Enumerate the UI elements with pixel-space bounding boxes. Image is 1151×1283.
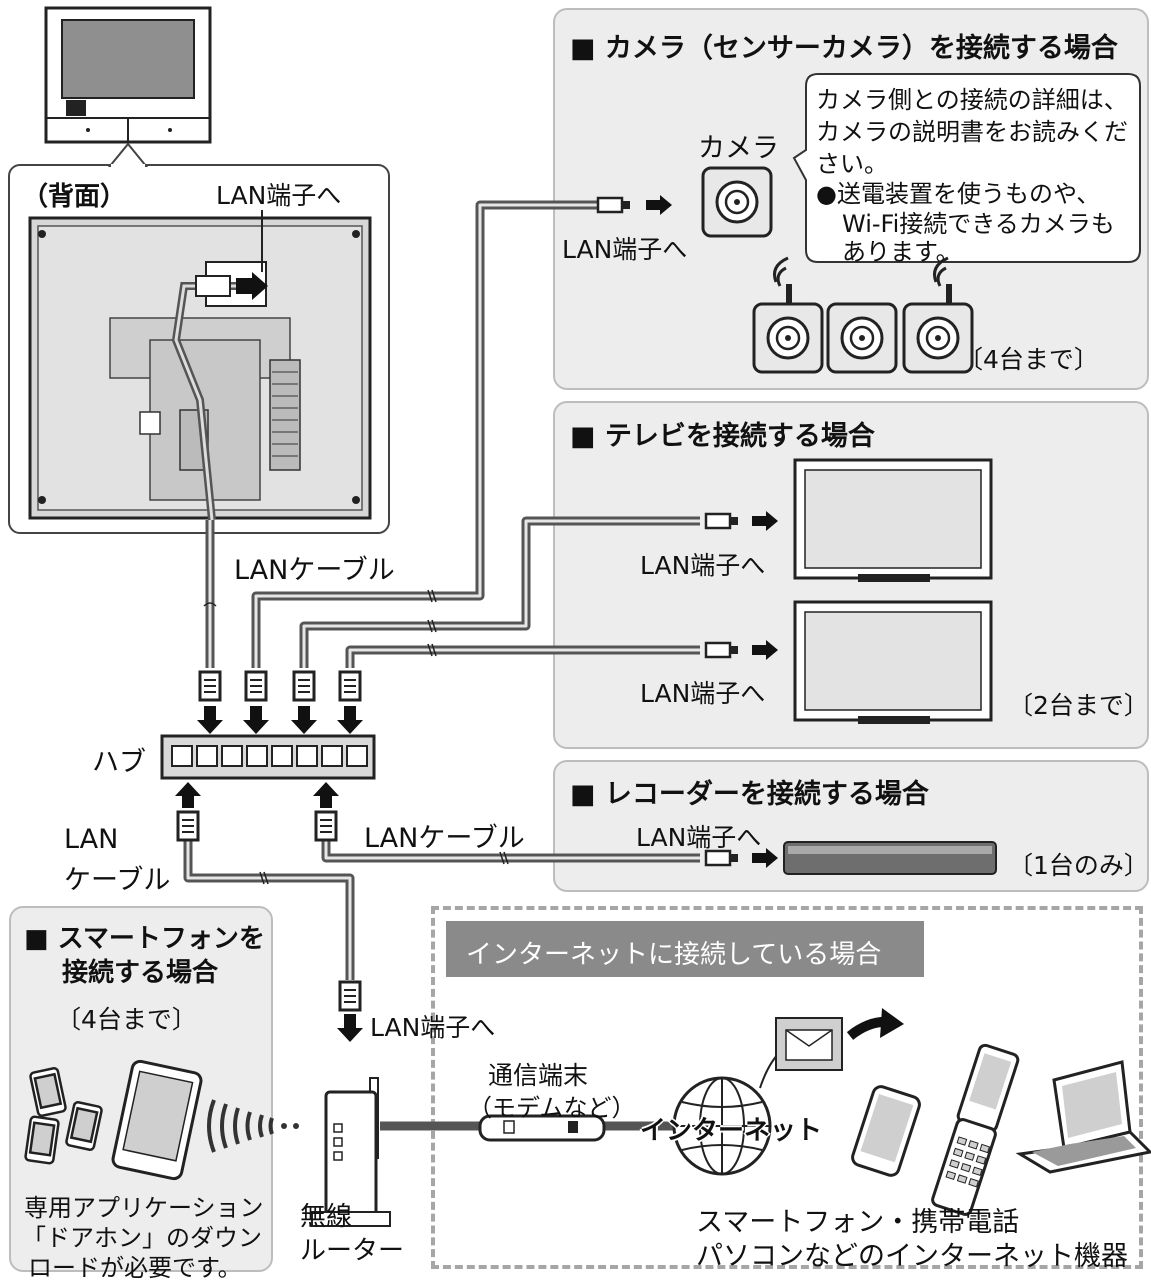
tv-panel-title: ■ テレビを接続する場合	[570, 421, 875, 452]
flip-phone-icon	[931, 1043, 1020, 1216]
smartphone-title-line2: 接続する場合	[62, 958, 219, 988]
tv-count: 〔2台まで〕	[1008, 691, 1149, 720]
internet-devices-line2: パソコンなどのインターネット機器	[696, 1241, 1128, 1272]
internet-label: インターネット	[640, 1116, 823, 1146]
modem-label-line2: （モデムなど）	[468, 1094, 636, 1122]
camera-note-line1: カメラ側との接続の詳細は、	[816, 86, 1128, 114]
mail-icon	[775, 1008, 904, 1071]
hub-icon	[160, 734, 376, 780]
modem-icon	[478, 1114, 606, 1142]
globe-icon	[672, 1051, 781, 1176]
camera-lan-port-label: LAN端子へ	[562, 235, 688, 264]
internet-banner-text: インターネットに接続している場合	[466, 940, 882, 970]
smartphone-icon	[851, 1085, 921, 1177]
monitor-rear-icon	[28, 210, 372, 521]
recorder-count: 〔1台のみ〕	[1008, 851, 1149, 880]
recorder-panel-title: ■ レコーダーを接続する場合	[570, 779, 929, 810]
camera-panel-title: ■ カメラ（センサーカメラ）を接続する場合	[570, 33, 1118, 64]
camera-count: 〔4台まで〕	[958, 345, 1099, 374]
hub-cable-left-label-1: LAN	[64, 824, 119, 855]
tablet-icon	[111, 1059, 203, 1181]
cables	[183, 200, 700, 1131]
hub-cable-label: LANケーブル	[234, 555, 395, 586]
camera-note-line3: さい。	[816, 150, 888, 178]
camera-note-line4: ●送電装置を使うものや、	[816, 180, 1101, 208]
camera-note-line5: Wi-Fi接続できるカメラも	[842, 210, 1115, 238]
camera-icon	[701, 166, 773, 238]
smartphone-title-line1: ■ スマートフォンを	[24, 924, 265, 954]
wifi-camera-icon	[752, 256, 974, 374]
router-label-line1: 無線	[300, 1202, 353, 1232]
smartphone-icon	[24, 1067, 103, 1165]
monitor-lan-port-label: LAN端子へ	[216, 181, 342, 210]
hub-cable-left-label-2: ケーブル	[64, 865, 171, 896]
internet-devices-line1: スマートフォン・携帯電話	[696, 1207, 1020, 1238]
router-icon	[311, 1077, 391, 1227]
camera-note-line6: あります。	[842, 238, 960, 266]
smartphone-note-line3: ロードが必要です。	[28, 1254, 242, 1282]
tv-icon	[704, 458, 993, 724]
laptop-icon	[1015, 1060, 1151, 1174]
lan-plug-icon	[197, 670, 363, 734]
internet-banner	[446, 921, 924, 977]
modem-label-line1: 通信端末	[488, 1061, 589, 1090]
hub-cable-right-label: LANケーブル	[364, 823, 525, 854]
smartphone-count: 〔4台まで〕	[56, 1005, 197, 1034]
monitor-icon	[44, 6, 212, 168]
tv-lan-port-label-2: LAN端子へ	[640, 679, 766, 708]
recorder-lan-port-label: LAN端子へ	[636, 823, 762, 852]
router-lan-port-label: LAN端子へ	[370, 1013, 496, 1042]
camera-note-line2: カメラの説明書をお読みくだ	[816, 118, 1128, 146]
recorder-icon	[704, 841, 997, 875]
hub-label: ハブ	[92, 747, 146, 778]
recorder-panel	[553, 760, 1149, 892]
camera-label: カメラ	[698, 133, 779, 164]
rear-label: （背面）	[22, 182, 127, 212]
wifi-waves-icon	[207, 1099, 299, 1153]
smartphone-note-line2: 「ドアホン」のダウン	[22, 1224, 262, 1252]
router-label-line2: ルーター	[300, 1236, 405, 1266]
smartphone-note-line1: 専用アプリケーション	[24, 1194, 264, 1222]
tv-lan-port-label-1: LAN端子へ	[640, 551, 766, 580]
